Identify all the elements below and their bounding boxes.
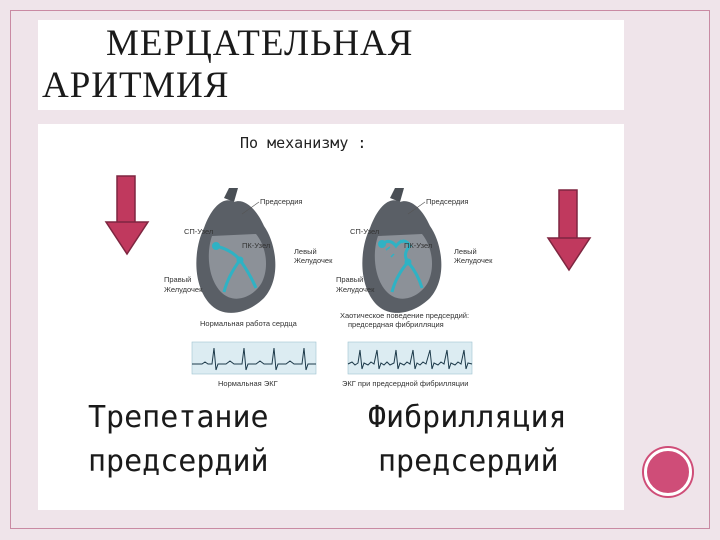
left-label-lv-1: Левый: [294, 247, 317, 256]
content-box: По механизму : Предсердия СП-Узел ПК-Узе…: [38, 124, 624, 510]
frame-line-bottom: [10, 528, 710, 529]
right-label-av-node: ПК-Узел: [404, 241, 432, 250]
normal-heart-illustration: [196, 188, 276, 313]
right-label-line2: предсердий: [378, 444, 559, 479]
heart-conduction-figure: Предсердия СП-Узел ПК-Узел Левый Желудоч…: [164, 188, 493, 388]
down-arrow-left-icon: [104, 175, 150, 256]
right-label-lv-2: Желудочек: [454, 256, 493, 265]
left-label-rv-1: Правый: [164, 275, 191, 284]
right-ecg-caption: ЭКГ при предсердной фибрилляции: [342, 379, 468, 388]
decorative-circle: [644, 448, 692, 496]
slide-title-line1: МЕРЦАТЕЛЬНАЯ: [106, 23, 414, 64]
right-label-line1: Фибрилляция: [368, 400, 567, 435]
left-label-line1: Трепетание: [88, 400, 269, 435]
down-arrow-right-icon: [546, 189, 592, 272]
fibrillation-ecg-strip: [347, 341, 473, 375]
right-label-rv-1: Правый: [336, 275, 363, 284]
left-label-line2: предсердий: [88, 444, 269, 479]
right-label-lv-1: Левый: [454, 247, 477, 256]
frame-line-left: [10, 10, 11, 529]
right-label-sa-node: СП-Узел: [350, 227, 379, 236]
frame-line-top: [10, 10, 710, 11]
right-label-rv-2: Желудочек: [336, 285, 375, 294]
normal-ecg-strip: [191, 341, 317, 375]
right-label-atria: Предсердия: [426, 197, 469, 206]
subtitle: По механизму :: [240, 134, 367, 152]
left-label-lv-2: Желудочек: [294, 256, 333, 265]
left-label-av-node: ПК-Узел: [242, 241, 270, 250]
right-caption-2: предсердная фибрилляция: [348, 320, 444, 329]
left-ecg-caption: Нормальная ЭКГ: [218, 379, 278, 388]
left-label-atria: Предсердия: [260, 197, 303, 206]
slide-title-line2: АРИТМИЯ: [42, 65, 230, 106]
title-box: МЕРЦАТЕЛЬНАЯ АРИТМИЯ: [38, 20, 624, 110]
left-label-sa-node: СП-Узел: [184, 227, 213, 236]
fibrillation-heart-illustration: [362, 188, 442, 313]
left-label-rv-2: Желудочек: [164, 285, 203, 294]
left-caption: Нормальная работа сердца: [200, 319, 298, 328]
frame-line-right: [709, 10, 710, 529]
right-caption-1: Хаотическое поведение предсердий:: [340, 311, 469, 320]
